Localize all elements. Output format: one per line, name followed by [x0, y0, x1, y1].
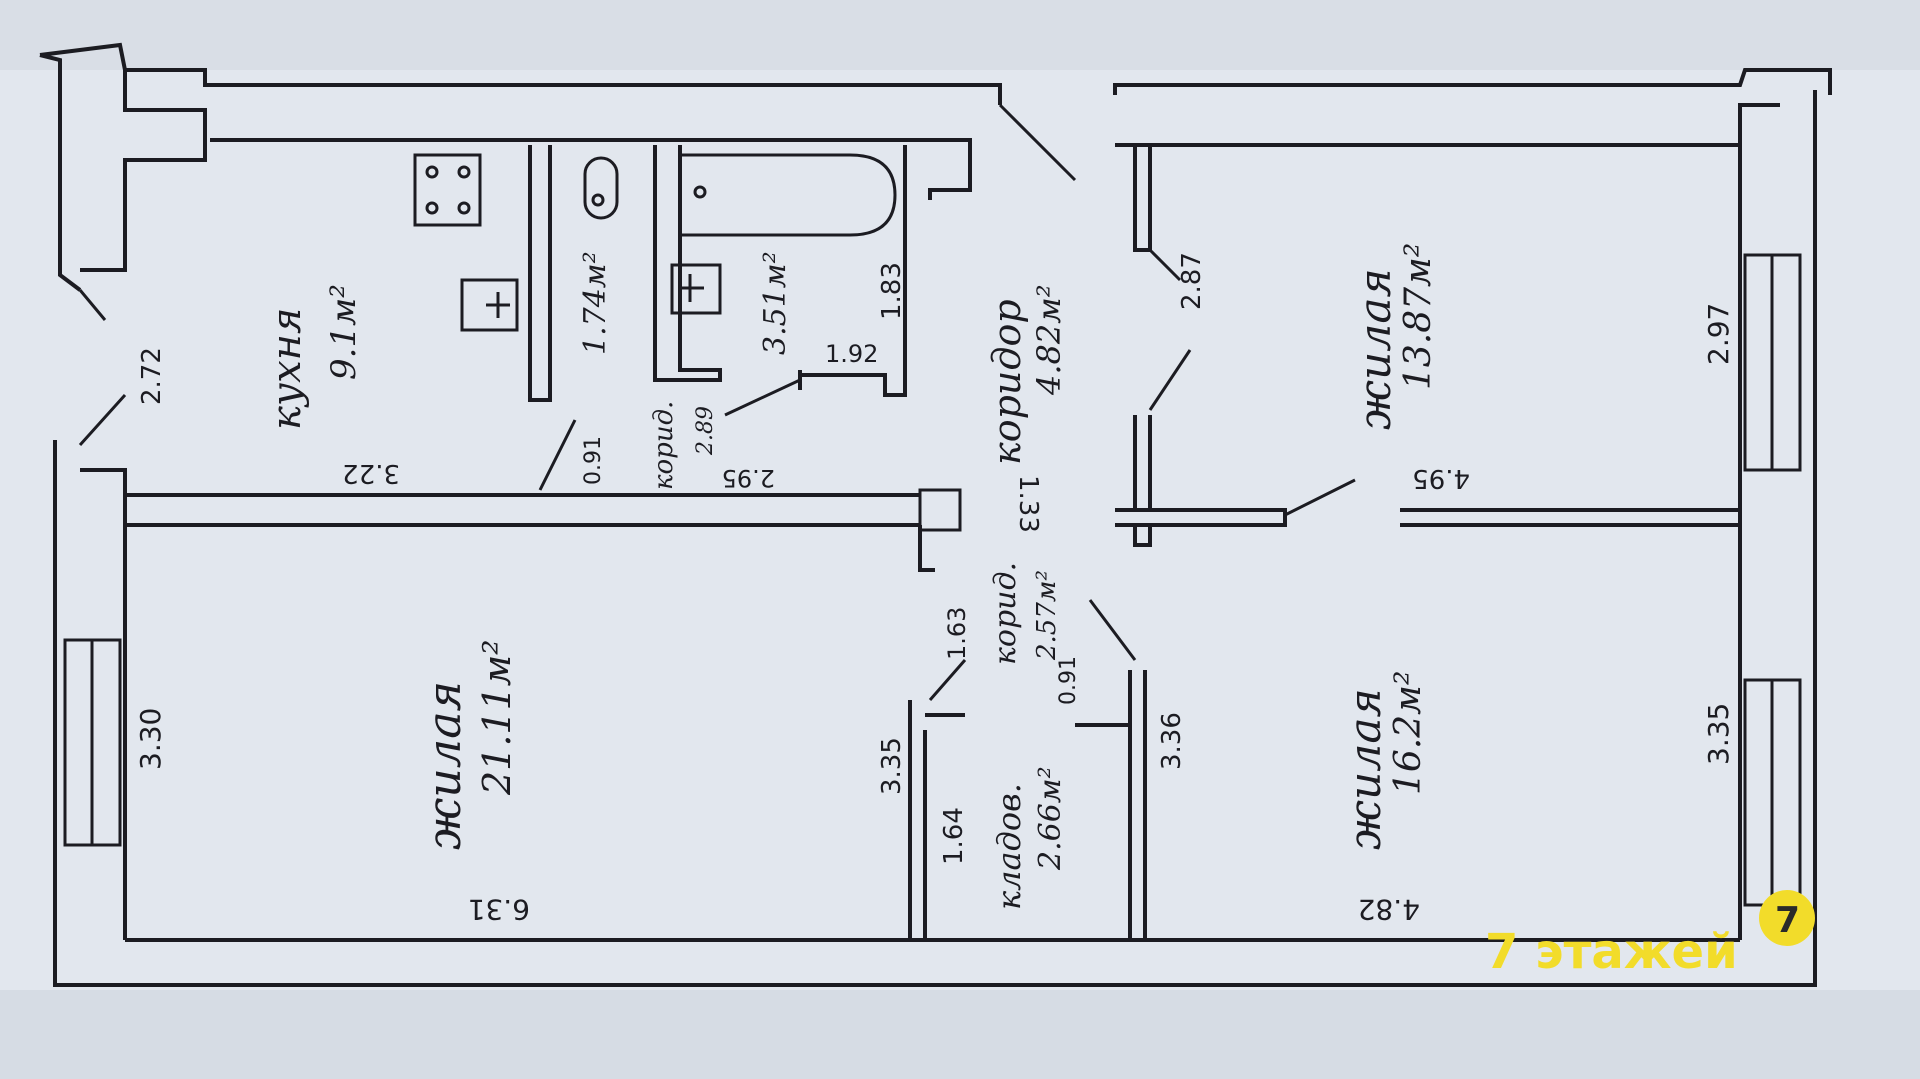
lower-corridor-name: корид.: [988, 562, 1023, 665]
dimension-labels: 2.72 3.22 0.91 2.95 1.92 1.83 1.33 2.87 …: [134, 252, 1735, 926]
living-left-name: жилая: [417, 681, 471, 850]
dim-1-64: 1.64: [939, 807, 969, 865]
kitchen-name: кухня: [264, 308, 310, 430]
small-corridor-name: корид.: [649, 401, 679, 490]
kitchen-area: 9.1м²: [324, 284, 364, 380]
interior-walls: [78, 103, 1740, 940]
dim-0-91-top: 0.91: [581, 436, 606, 485]
small-corridor-area: 2.89: [693, 406, 718, 456]
dim-3-35-right: 3.35: [1702, 703, 1735, 765]
toilet-icon: [583, 156, 619, 220]
kitchen-sink-icon: [460, 278, 519, 332]
stove-icon: [413, 153, 482, 227]
living-bottom-right-area: 16.2м²: [1388, 671, 1429, 795]
dim-2-72: 2.72: [137, 347, 167, 405]
dim-0-91-bottom: 0.91: [1056, 656, 1081, 705]
dim-1-83: 1.83: [877, 262, 907, 320]
dim-3-36: 3.36: [1157, 712, 1187, 770]
dim-2-97: 2.97: [1702, 303, 1735, 365]
watermark-badge-number: 7: [1775, 900, 1800, 941]
bathroom-area: 3.51м²: [758, 251, 793, 355]
living-top-right-name: жилая: [1350, 268, 1401, 430]
dim-4-82: 4.82: [1358, 893, 1420, 926]
lower-corridor-area: 2.57м²: [1032, 570, 1062, 661]
paper-shadow-bottom: [0, 990, 1920, 1079]
main-corridor-area: 4.82м²: [1030, 284, 1068, 396]
toilet-area: 1.74м²: [578, 251, 613, 355]
living-left-area: 21.11м²: [475, 639, 519, 796]
dim-3-22: 3.22: [342, 458, 400, 488]
main-corridor-name: коридор: [985, 299, 1029, 465]
pantry-area: 2.66м²: [1033, 766, 1068, 871]
dim-3-30: 3.30: [134, 708, 167, 770]
watermark-text: 7 этажей: [1485, 924, 1738, 980]
bathroom-sink-icon: [670, 263, 722, 315]
living-top-right-area: 13.87м²: [1398, 243, 1439, 390]
pantry-name: кладов.: [990, 783, 1028, 910]
dim-2-95: 2.95: [722, 464, 775, 492]
dim-1-63: 1.63: [943, 607, 971, 660]
dim-4-95: 4.95: [1412, 463, 1470, 493]
watermark: 7 этажей 7: [1485, 890, 1815, 980]
dim-3-35-left: 3.35: [877, 737, 907, 795]
living-bottom-right-name: жилая: [1340, 688, 1391, 850]
dim-1-33: 1.33: [1013, 475, 1043, 533]
room-labels: кухня 9.1м² 1.74м² 3.51м² корид. 2.89 ко…: [264, 243, 1439, 910]
fixtures: [413, 153, 897, 332]
watermark-badge-icon: [1759, 890, 1815, 946]
outer-walls: [39, 42, 1832, 987]
dim-1-92: 1.92: [825, 340, 878, 368]
dim-6-31: 6.31: [468, 893, 530, 926]
dim-2-87: 2.87: [1177, 252, 1207, 310]
bathtub-icon: [678, 153, 897, 237]
paper-shadow-top: [0, 0, 1920, 70]
